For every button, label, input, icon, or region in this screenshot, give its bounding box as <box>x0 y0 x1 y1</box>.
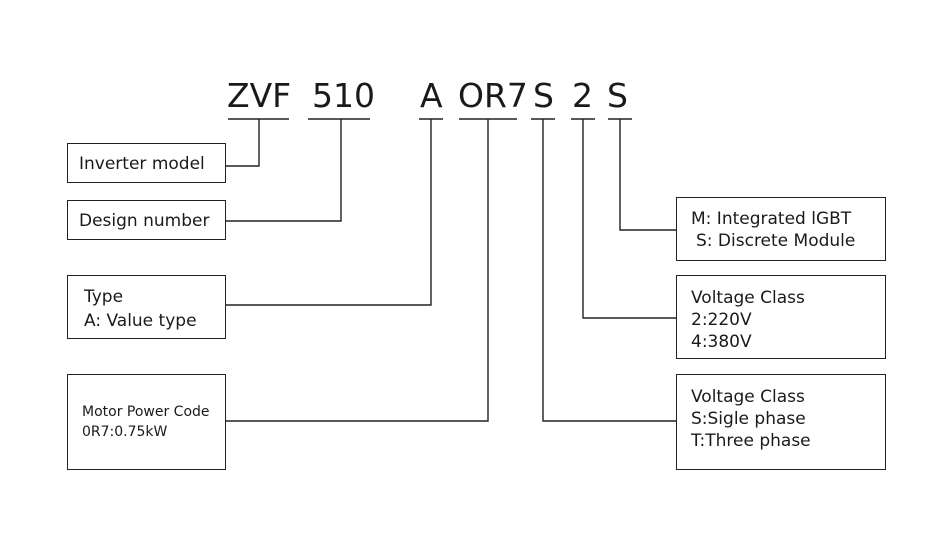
module-line-2: S: Discrete Module <box>696 231 856 251</box>
type-title: Type <box>84 287 124 307</box>
code-segment-zvf: ZVF <box>227 76 292 115</box>
inverter-model-box: Inverter model <box>67 143 226 183</box>
module-line-1: M: Integrated lGBT <box>691 209 852 229</box>
leader-voltage-class <box>582 119 676 319</box>
code-segment-voltage: 2 <box>572 76 593 115</box>
code-segment-module: S <box>607 76 628 115</box>
phase-class-line-1: S:Sigle phase <box>691 409 806 429</box>
code-segment-phase: S <box>533 76 554 115</box>
leader-design-number <box>226 119 342 222</box>
voltage-class-line-1: 2:220V <box>691 310 752 330</box>
leader-type <box>226 119 432 306</box>
design-number-label: Design number <box>79 211 210 231</box>
code-segment-design: 510 <box>312 76 375 115</box>
voltage-class-title: Voltage Class <box>691 288 805 308</box>
motor-power-title: Motor Power Code <box>82 404 210 420</box>
design-number-box: Design number <box>67 200 226 240</box>
inverter-model-label: Inverter model <box>79 154 205 174</box>
voltage-class-line-2: 4:380V <box>691 332 752 352</box>
leader-phase-class <box>542 119 676 422</box>
module-box: M: Integrated lGBT S: Discrete Module <box>676 197 886 261</box>
phase-class-line-2: T:Three phase <box>691 431 811 451</box>
motor-power-box: Motor Power Code 0R7:0.75kW <box>67 374 226 470</box>
leader-inverter-model <box>226 119 260 167</box>
phase-class-title: Voltage Class <box>691 387 805 407</box>
code-segment-type: A <box>420 76 443 115</box>
type-box: Type A: Value type <box>67 275 226 339</box>
code-segment-power: OR7 <box>458 76 528 115</box>
motor-power-value: 0R7:0.75kW <box>82 424 168 440</box>
voltage-class-box: Voltage Class 2:220V 4:380V <box>676 275 886 359</box>
leader-motor-power <box>226 119 489 422</box>
leader-module <box>619 119 676 231</box>
phase-class-box: Voltage Class S:Sigle phase T:Three phas… <box>676 374 886 470</box>
type-value: A: Value type <box>84 311 197 331</box>
